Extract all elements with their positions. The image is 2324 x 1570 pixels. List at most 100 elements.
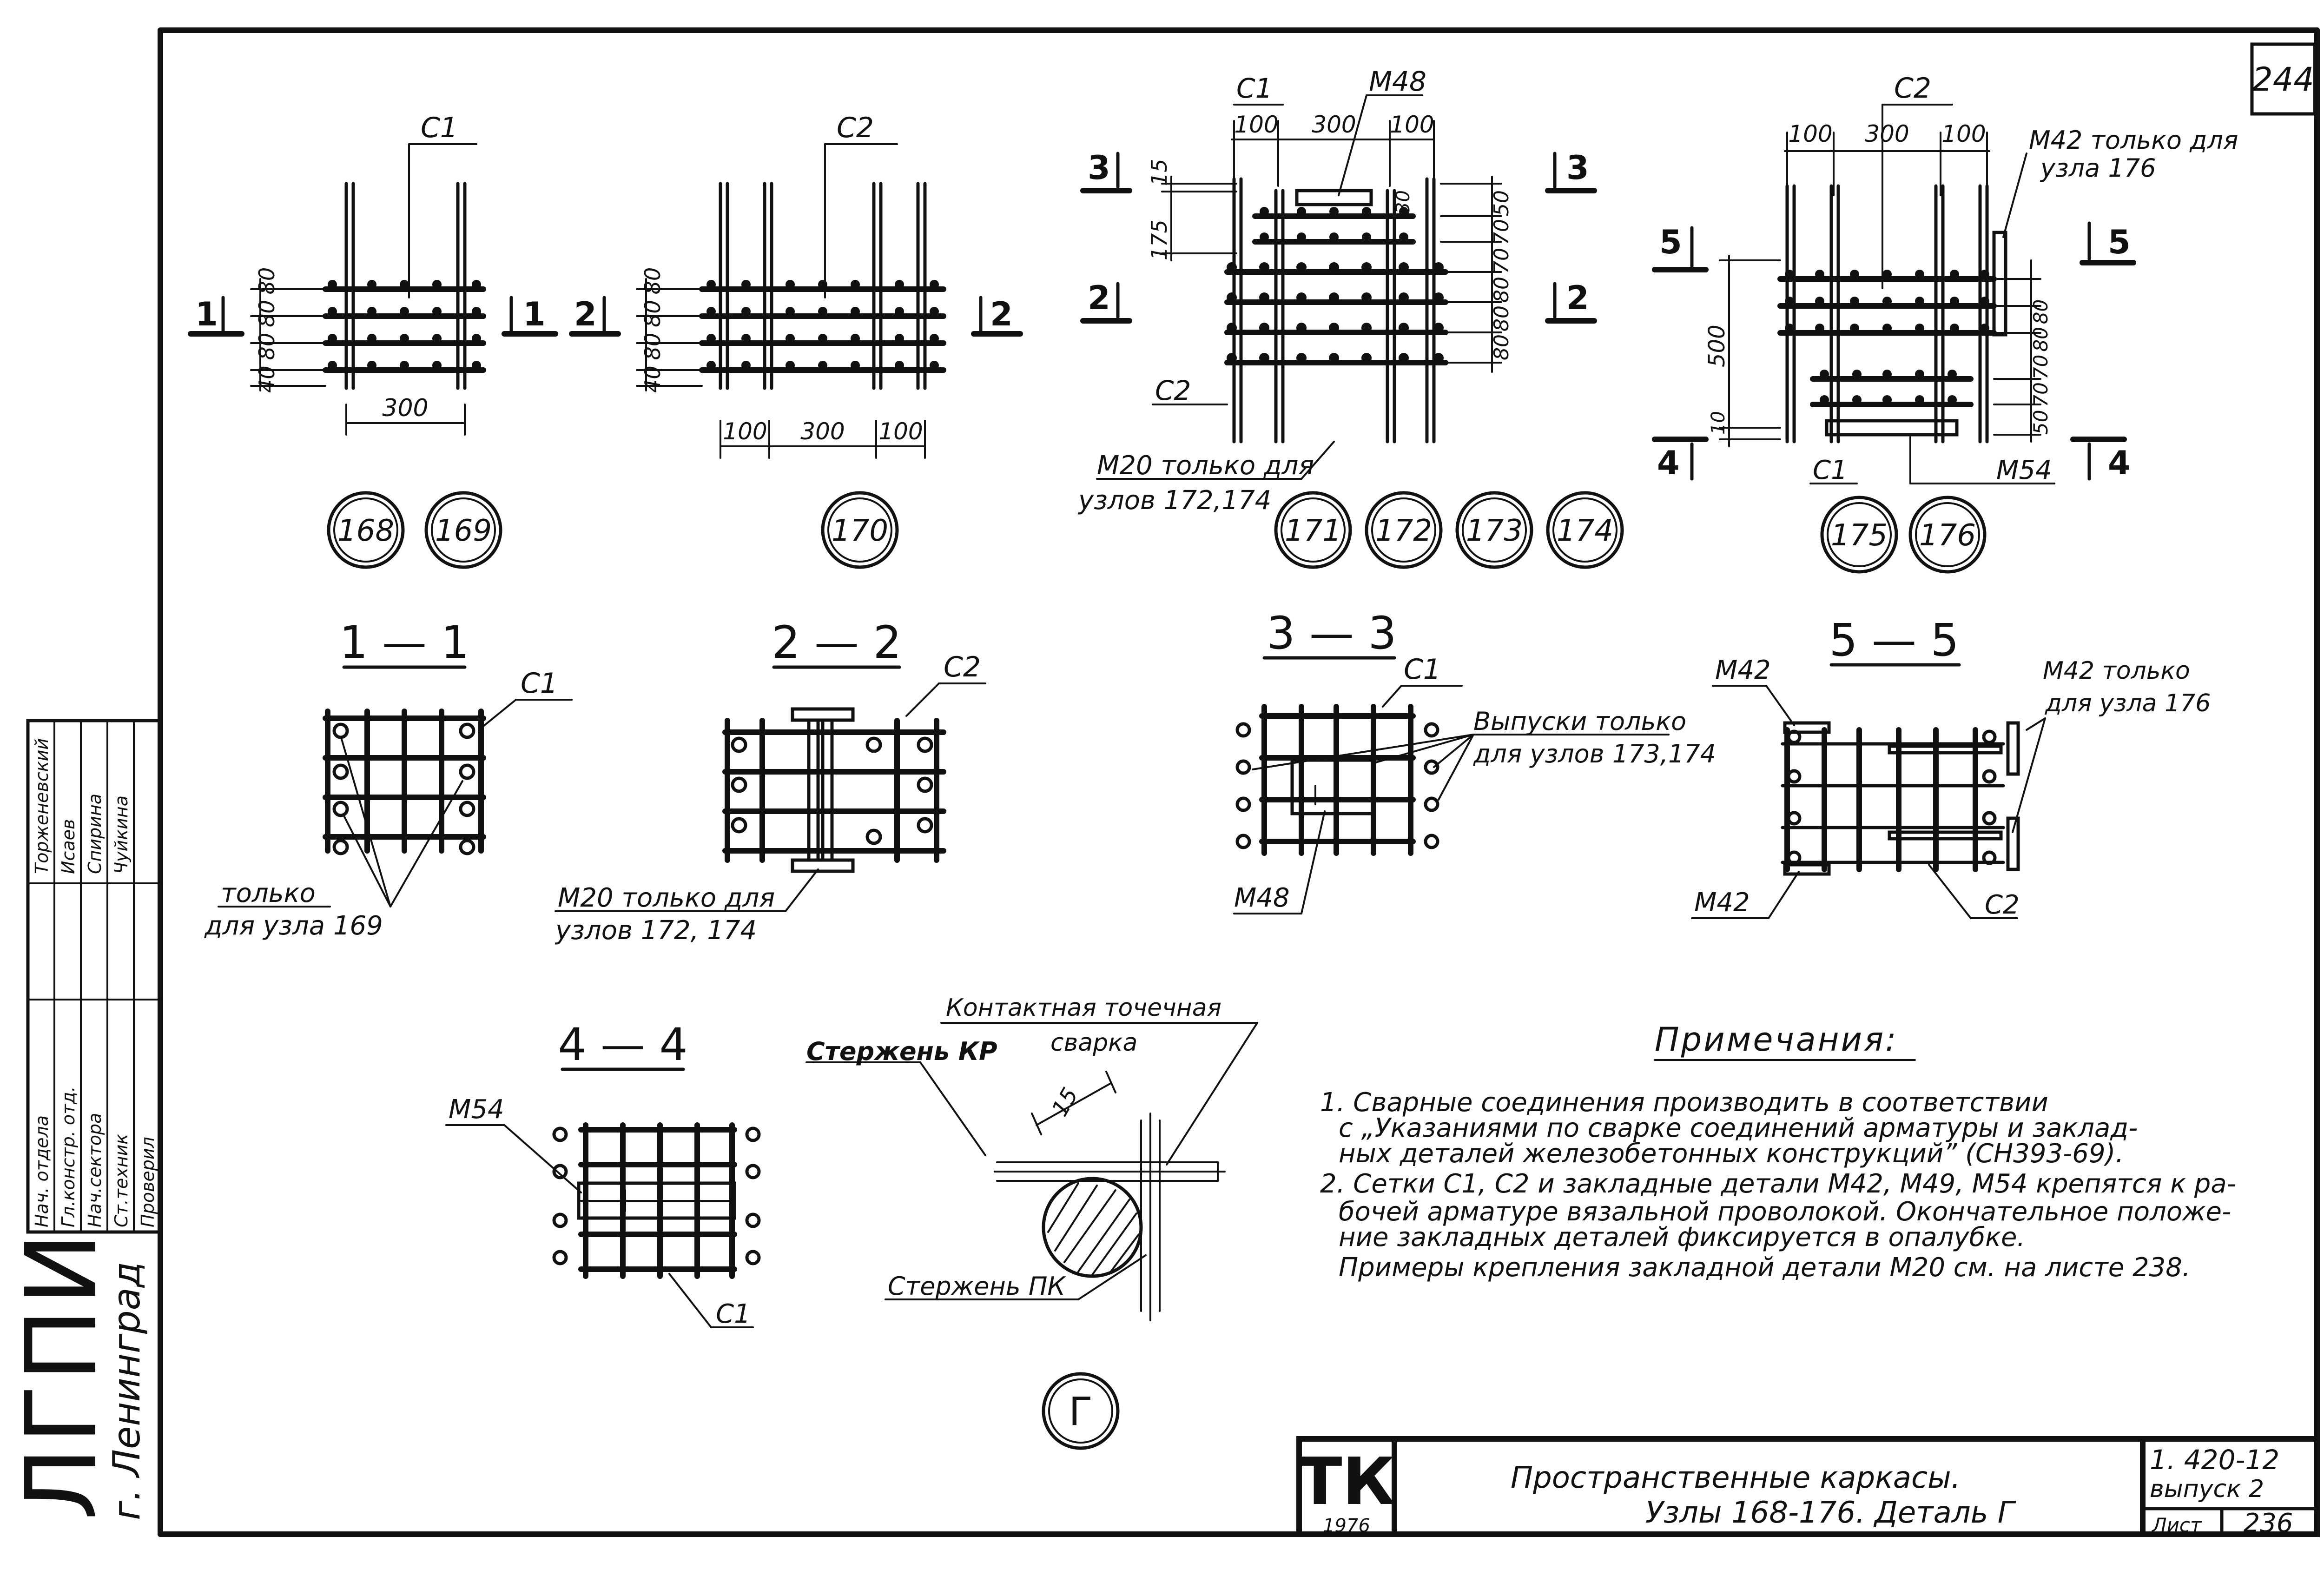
section-2-note-1: М20 только для — [558, 883, 775, 913]
section-3-label: С1 — [1404, 653, 1441, 686]
detail-175-label-m54: М54 — [1996, 455, 2052, 485]
detail-175-dim-100a: 100 — [1788, 120, 1832, 147]
section-1-label: С1 — [521, 667, 558, 700]
detail-171-dim-right: 808080707050 — [1490, 190, 1513, 360]
stamp-name-2: Исаев — [58, 819, 79, 874]
section-5-note-1: М42 только — [2043, 657, 2190, 685]
node-170: 170 — [832, 514, 888, 548]
section-2-label: С2 — [944, 651, 981, 683]
section-1-note-1: только — [221, 878, 316, 908]
detail-g-label-weld-2: сварка — [1050, 1029, 1137, 1057]
detail-175-dim-100b: 100 — [1941, 120, 1986, 147]
section-3-left: 3 — [1088, 149, 1110, 187]
notes-block: Примечания: 1. Сварные соединения произв… — [1320, 1020, 2236, 1283]
section-1-right: 1 — [523, 295, 546, 333]
stamp-role-1: Нач. отдела — [32, 1115, 52, 1227]
section-5-note-2: для узла 176 — [2045, 689, 2211, 717]
detail-168-dim-300: 300 — [382, 394, 428, 422]
section-2b-left: 2 — [1088, 279, 1110, 317]
title-block-sheet-no: 236 — [2244, 1508, 2293, 1538]
detail-175-label-c1: С1 — [1813, 455, 1848, 485]
detail-170-dots — [706, 280, 939, 370]
detail-170-dim-v: 40808080 — [640, 267, 665, 393]
stamp-name-4: Чуйкина — [111, 795, 132, 874]
detail-170: С2 40808080 2 2 100 300 100 170 — [569, 112, 1023, 569]
title-block-logo-year: 1976 — [1323, 1515, 1370, 1537]
section-view-4-4: 4 — 4 М54 С1 — [445, 1019, 761, 1329]
title-block-title-2: Узлы 168-176. Деталь Г — [1645, 1496, 2016, 1530]
node-174: 174 — [1557, 514, 1613, 548]
stamp-role-5: Проверил — [138, 1137, 158, 1227]
detail-168-169-dots — [328, 280, 481, 370]
detail-171-174: С1 М48 100 300 100 15 175 30 8 — [1077, 66, 1624, 569]
section-1-note-2: для узла 169 — [204, 911, 383, 941]
stamp-role-4: Ст.техник — [111, 1134, 132, 1227]
section-view-2-2: 2 — 2 С2 М20 только для узлов 172, 174 — [555, 616, 986, 946]
detail-171-dim-300: 300 — [1312, 111, 1356, 138]
section-view-1-1: 1 — 1 С1 только для узла 169 — [204, 616, 573, 941]
section-3-title: 3 — 3 — [1267, 607, 1396, 659]
section-1-left: 1 — [195, 295, 218, 333]
section-4-left: 4 — [1657, 444, 1680, 482]
detail-171-dim-100a: 100 — [1234, 111, 1278, 138]
section-5-right: 5 — [2108, 223, 2131, 261]
detail-175-dots — [1785, 270, 1989, 404]
detail-171-dim-15: 15 — [1147, 159, 1172, 186]
section-3-note-2: для узлов 173,174 — [1473, 739, 1716, 768]
section-4-label-m54: М54 — [449, 1094, 504, 1125]
node-175: 175 — [1831, 518, 1888, 553]
detail-168-dim-v: 40808080 — [254, 267, 279, 393]
title-block-title-1: Пространственные каркасы. — [1511, 1461, 1961, 1495]
detail-170-bar-label: С2 — [837, 112, 874, 144]
detail-175-dim-right: 5070708080 — [2029, 299, 2052, 435]
detail-171-dim-30: 30 — [1393, 190, 1414, 214]
section-2-title: 2 — 2 — [772, 616, 901, 669]
detail-g-hatching — [1047, 1182, 1140, 1276]
node-172: 172 — [1375, 514, 1432, 548]
detail-g-label-weld-1: Контактная точечная — [946, 994, 1221, 1022]
detail-171-label-m48: М48 — [1369, 66, 1426, 97]
org-logo: ЛГПИ — [5, 1230, 119, 1520]
section-1-title: 1 — 1 — [339, 616, 469, 669]
stamp-name-1: Торженевский — [32, 738, 52, 874]
node-168: 168 — [337, 514, 394, 548]
detail-171-note-2: узлов 172,174 — [1077, 485, 1271, 516]
detail-175-label-c2: С2 — [1894, 72, 1931, 105]
title-block-logo: ТК — [1298, 1444, 1395, 1520]
section-5-label-c2: С2 — [1985, 890, 2020, 920]
title-block: ТК 1976 Пространственные каркасы. Узлы 1… — [1296, 1436, 2320, 1538]
detail-g: Контактная точечная сварка Стержень КР 1… — [805, 994, 1258, 1450]
section-2a-right: 2 — [990, 295, 1013, 333]
section-3-label-m48: М48 — [1234, 883, 1290, 913]
section-3-note-1: Выпуски только — [1473, 707, 1686, 736]
detail-168-bar-label: С1 — [421, 112, 458, 144]
detail-171-dim-175: 175 — [1147, 219, 1172, 260]
note-line-3: ных деталей железобетонных конструкций” … — [1339, 1139, 2124, 1169]
detail-175-dim-10: 10 — [1708, 411, 1729, 435]
note-line-1: 1. Сварные соединения производить в соот… — [1320, 1087, 2048, 1118]
detail-168-169: С1 40808080 1 1 300 168 169 — [188, 112, 558, 569]
note-line-6: ние закладных деталей фиксируется в опал… — [1339, 1222, 2025, 1252]
detail-171-dim-100b: 100 — [1390, 111, 1434, 138]
detail-170-dim-100b: 100 — [878, 418, 923, 445]
section-3-right: 3 — [1566, 149, 1589, 187]
section-4-title: 4 — 4 — [558, 1019, 687, 1071]
detail-175-note-2: узла 176 — [2040, 153, 2156, 183]
note-line-2: с „Указаниями по сварке соединений армат… — [1339, 1113, 2138, 1143]
node-173: 173 — [1466, 514, 1523, 548]
detail-171-dots — [1227, 207, 1444, 363]
section-4-label-c1: С1 — [716, 1299, 751, 1329]
stamp-name-3: Спирина — [85, 794, 105, 874]
section-2a-left: 2 — [574, 295, 597, 333]
stamp-role-3: Нач.сектора — [85, 1113, 105, 1227]
detail-170-dim-300: 300 — [800, 418, 845, 445]
section-5-left: 5 — [1659, 223, 1682, 261]
section-5-label-m42-top: М42 — [1715, 655, 1771, 685]
detail-g-label-pk: Стержень ПК — [888, 1272, 1066, 1301]
title-block-issue: выпуск 2 — [2150, 1475, 2264, 1503]
detail-175-dim-500: 500 — [1704, 325, 1730, 367]
section-2b-right: 2 — [1566, 279, 1589, 317]
detail-175-note-1: М42 только для — [2029, 126, 2238, 155]
section-view-5-5: 5 — 5 М42 М42 только для узла 176 М42 С2 — [1691, 614, 2211, 920]
